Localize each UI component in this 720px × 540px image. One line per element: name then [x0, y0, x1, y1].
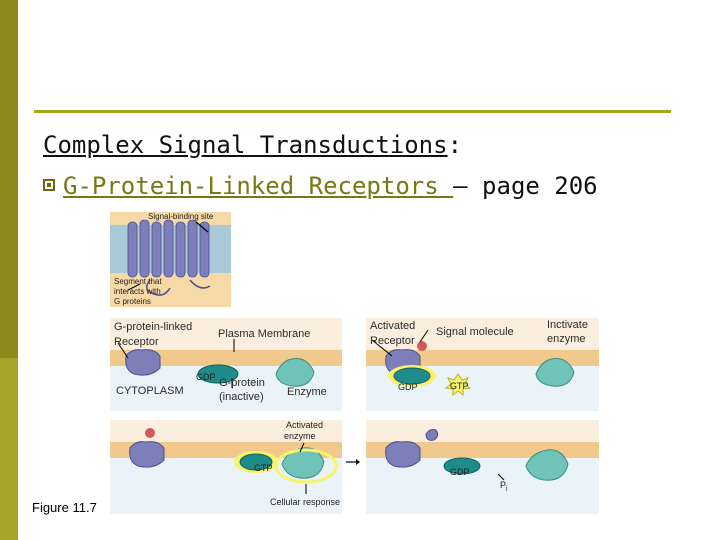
signal-binding-site-label: Signal-binding site — [148, 212, 214, 221]
inactivate-enzyme-label-line1: Inctivate — [547, 319, 588, 331]
panel-inactivation — [366, 420, 599, 514]
plasma-membrane-label: Plasma Membrane — [218, 328, 311, 340]
signal-molecule-label: Signal molecule — [436, 326, 514, 338]
gdp-label-2: GDP — [398, 382, 418, 392]
slide-title-colon: : — [447, 131, 463, 159]
receptor-label-line2: Receptor — [114, 336, 159, 348]
phosphate-label: Pi — [500, 480, 508, 495]
phosphate-label-sub: i — [506, 485, 508, 493]
gtp-label-1: GTP — [450, 381, 469, 391]
gdp-label-1: GDP — [196, 372, 216, 382]
left-accent-bar — [0, 0, 18, 358]
gdp-label-3: GDP — [450, 467, 470, 477]
left-accent-bar-lower — [0, 358, 18, 540]
page-reference: – page 206 — [453, 172, 598, 200]
receptor-label-line1: G-protein-linked — [114, 321, 193, 333]
gprotein-label-line2: (inactive) — [219, 391, 264, 403]
segment-label-line2: interacts with — [114, 287, 161, 296]
title-rule — [34, 110, 671, 113]
activated-receptor-label-line1: Activated — [370, 320, 416, 332]
inactivate-enzyme-label-line2: enzyme — [547, 333, 586, 345]
gprotein-receptors-link[interactable]: G-Protein-Linked Receptors — [63, 172, 454, 200]
activated-enzyme-label-line2: enzyme — [284, 431, 316, 441]
segment-label-line3: G proteins — [114, 297, 151, 306]
cytoplasm-label: CYTOPLASM — [116, 385, 184, 397]
receptor-closeup-panel — [110, 212, 231, 307]
cellular-response-label: Cellular response — [270, 497, 341, 507]
square-bullet-icon — [43, 179, 55, 191]
slide-title-text: Complex Signal Transductions — [43, 131, 448, 159]
activated-receptor-label-line2: Receptor — [370, 335, 415, 347]
segment-label-line1: Segment that — [114, 277, 162, 286]
enzyme-label: Enzyme — [287, 386, 327, 398]
panel-activated-enzyme — [110, 420, 360, 514]
phosphate-label-p: P — [500, 480, 507, 490]
panel-activation-state — [366, 318, 599, 411]
gprotein-label-line1: G-protein — [219, 377, 265, 389]
panel-inactive-state — [110, 318, 342, 411]
slide-title: Complex Signal Transductions: — [43, 131, 462, 159]
figure-caption: Figure 11.7 — [32, 500, 97, 515]
bullet-item: G-Protein-Linked Receptors – page 206 — [43, 172, 598, 200]
activated-enzyme-label-line1: Activated — [286, 420, 324, 430]
gtp-label-2: GTP — [254, 463, 273, 473]
